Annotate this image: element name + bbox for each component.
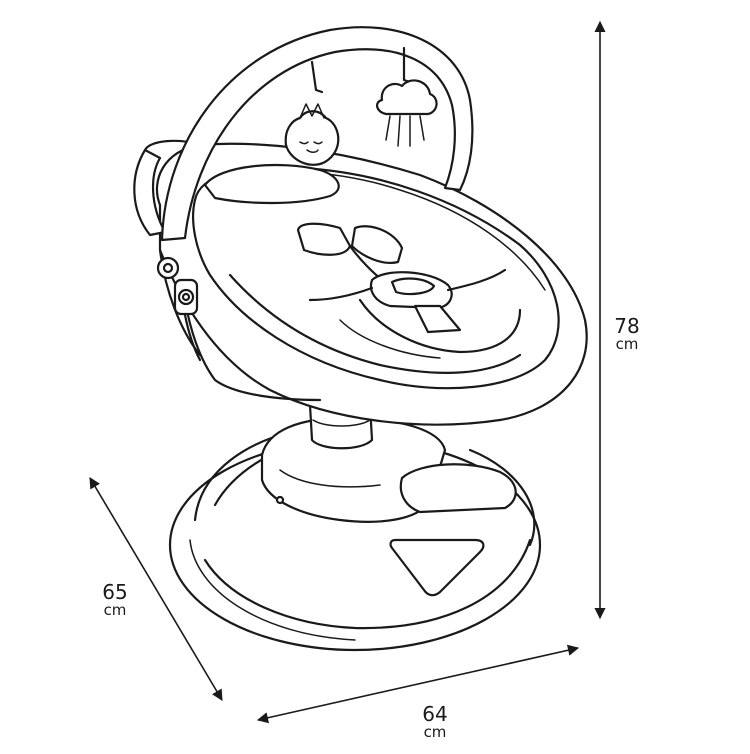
depth-value: 65 — [102, 580, 128, 604]
width-unit: cm — [423, 723, 447, 741]
depth-dimension-line — [89, 477, 223, 701]
toy-bar — [160, 26, 474, 242]
height-unit: cm — [615, 335, 639, 353]
dimension-lines — [89, 20, 606, 724]
depth-unit: cm — [103, 601, 127, 619]
height-label: 78 cm — [600, 316, 654, 352]
depth-label: 65 cm — [90, 582, 140, 618]
width-value: 64 — [422, 702, 448, 726]
width-label: 64 cm — [408, 704, 462, 740]
width-dimension-line — [256, 644, 580, 724]
seat — [133, 139, 588, 426]
base — [168, 416, 542, 652]
height-value: 78 — [614, 314, 640, 338]
